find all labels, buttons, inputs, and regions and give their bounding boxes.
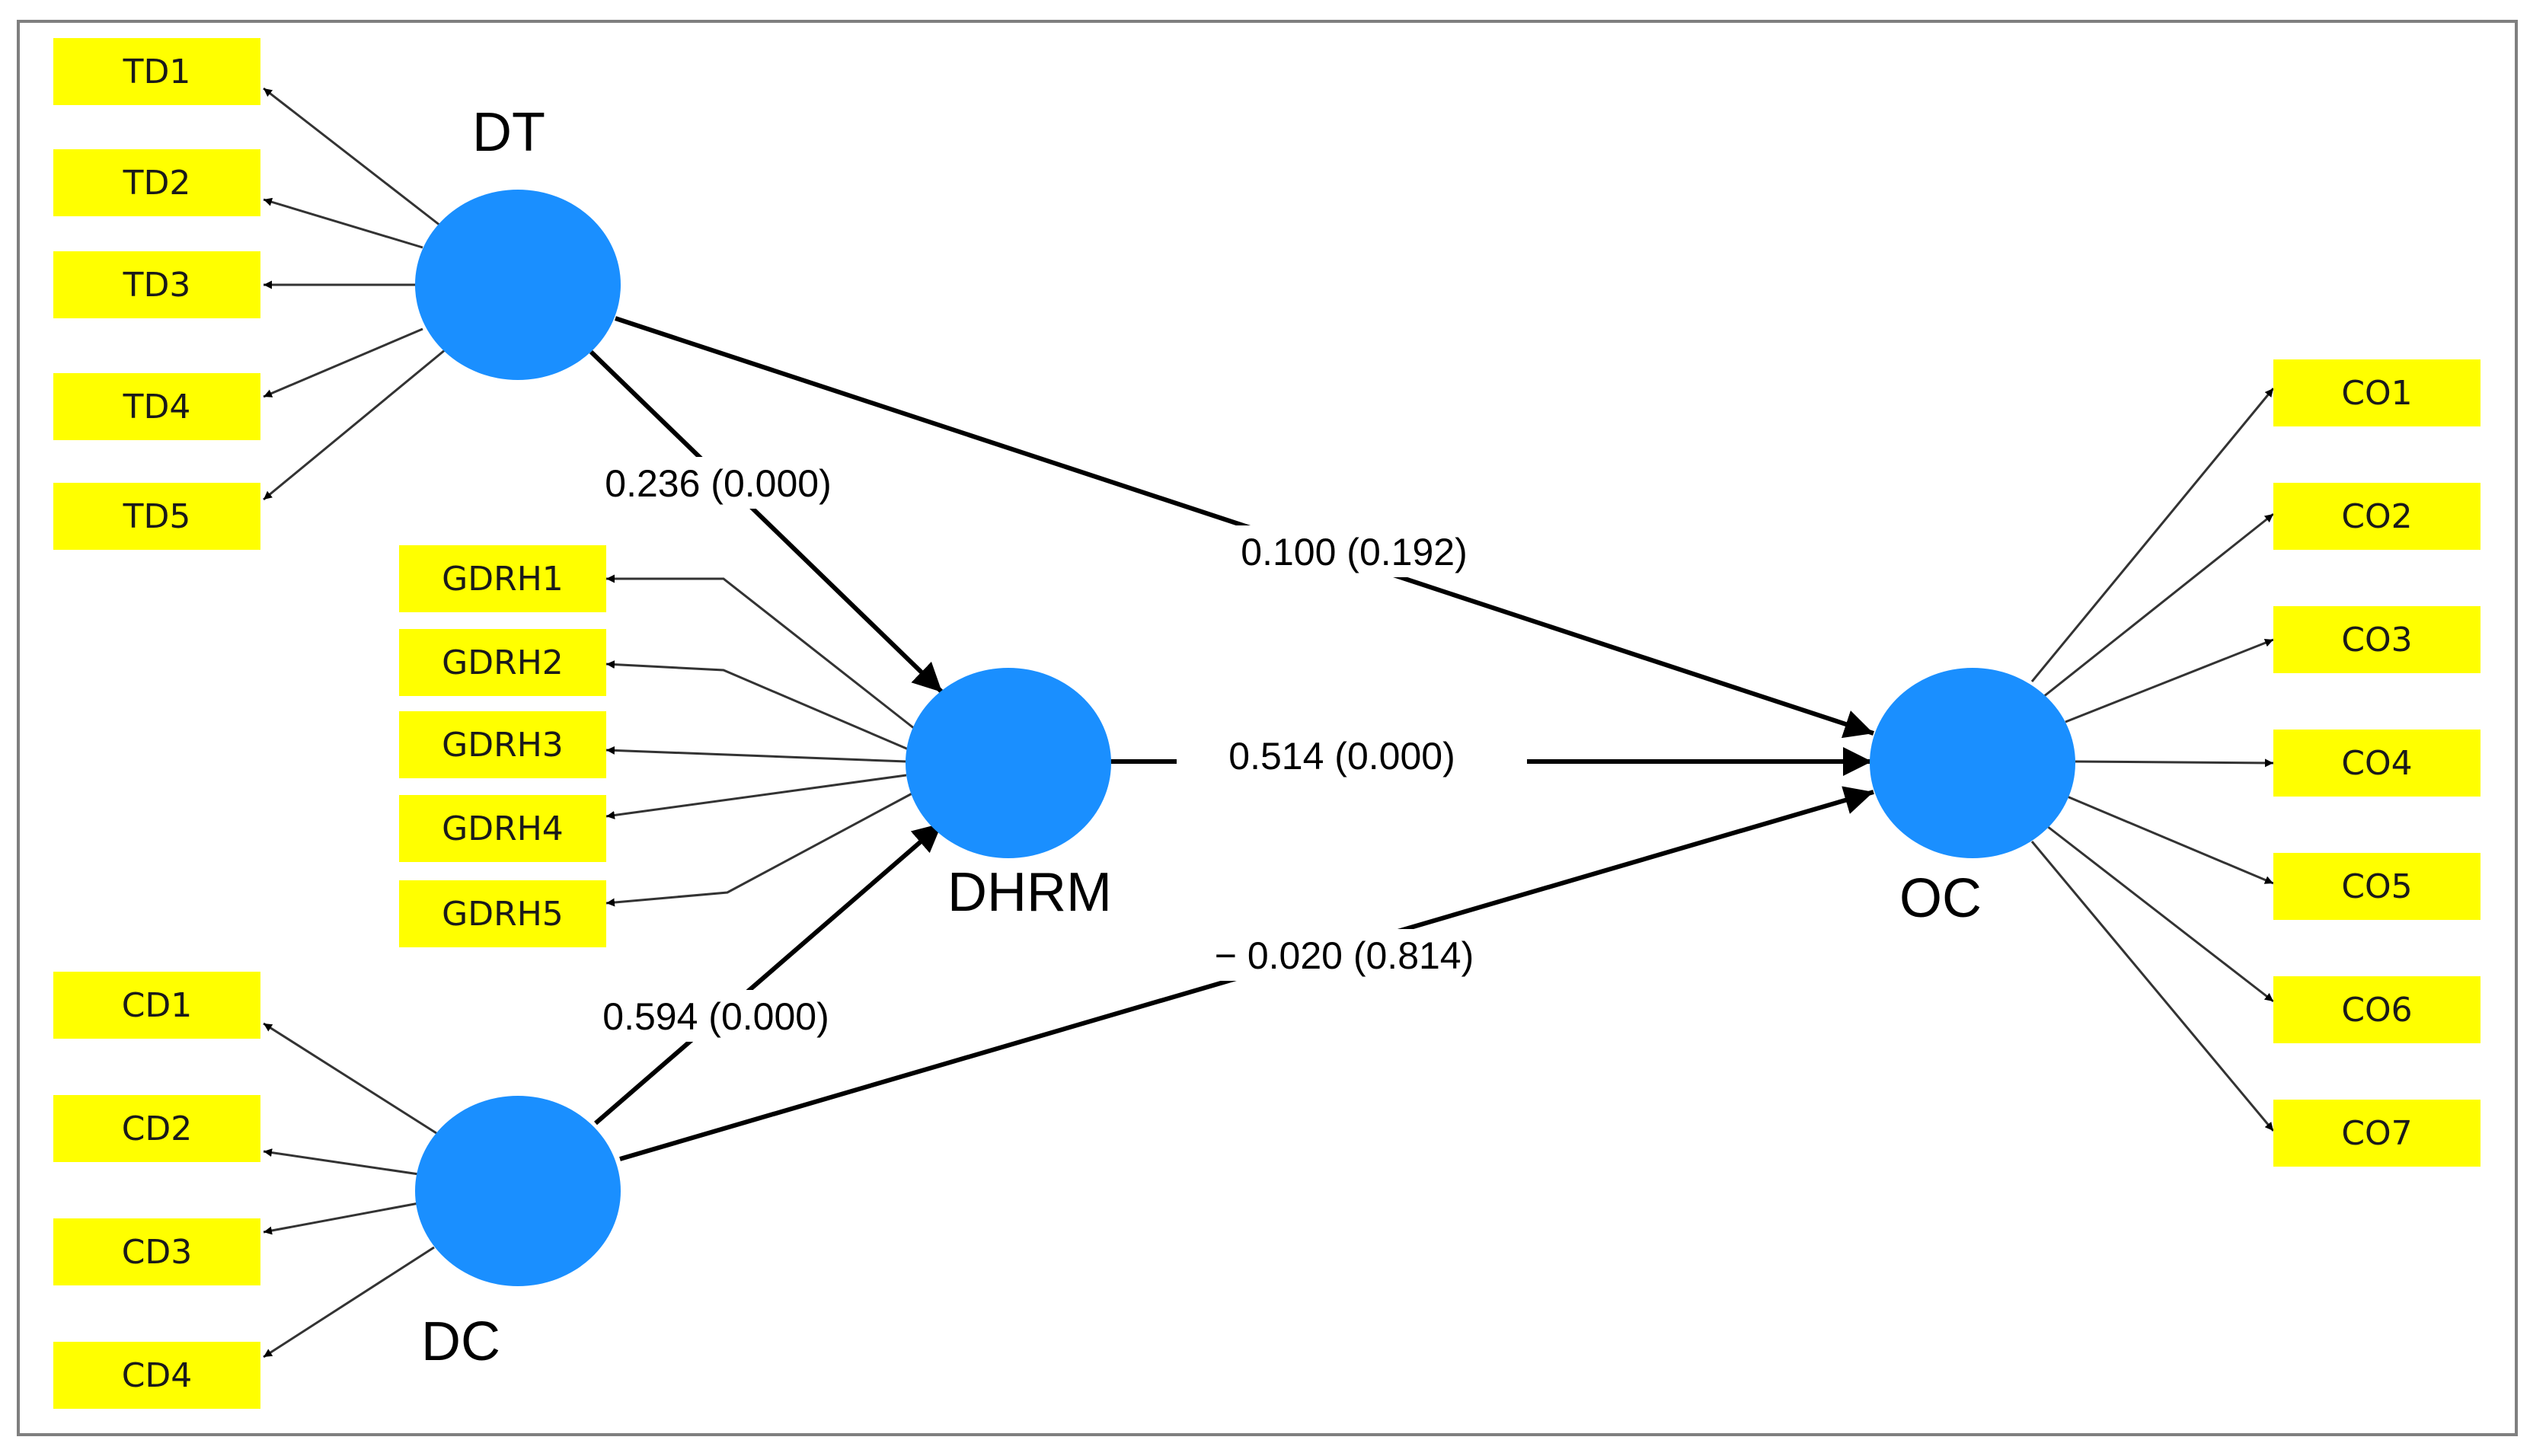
arrow-dhrm-gdrh3: [605, 746, 907, 763]
arrow-oc-co4: [2075, 758, 2274, 768]
indicator-gdrh2-box[interactable]: [399, 629, 606, 696]
indicator-co7-label: CO7: [2341, 1114, 2412, 1153]
arrow-dc-cd4: [263, 1246, 435, 1359]
indicator-gdrh1-box[interactable]: [399, 545, 606, 612]
indicator-cd2-label: CD2: [122, 1110, 193, 1148]
arrow-oc-co1: [2030, 388, 2275, 682]
indicator-gdrh3-label: GDRH3: [442, 726, 564, 765]
indicator-td4-box[interactable]: [53, 373, 260, 440]
indicator-cd2-box[interactable]: [53, 1095, 260, 1162]
construct-dc-label: DC: [421, 1311, 500, 1372]
indicator-td4-label: TD4: [123, 388, 191, 426]
arrow-dt-td1: [263, 87, 441, 227]
arrow-dhrm-gdrh5: [605, 789, 918, 907]
indicator-co4-box[interactable]: [2273, 730, 2480, 797]
indicator-gdrh2-label: GDRH2: [442, 643, 564, 682]
construct-oc-node[interactable]: [1870, 668, 2075, 858]
path-coefficients: 0.236 (0.000) 0.100 (0.192) 0.514 (0.000…: [586, 457, 1504, 1042]
indicator-gdrh4-label: GDRH4: [442, 809, 564, 848]
indicator-td5-label: TD5: [123, 497, 191, 536]
indicator-co5-label: CO5: [2341, 867, 2412, 906]
indicator-cd1-label: CD1: [122, 986, 193, 1025]
coef-bg-dc-dhrm: [586, 990, 845, 1042]
indicator-td3-box[interactable]: [53, 251, 260, 318]
indicator-td5-box[interactable]: [53, 483, 260, 550]
coef-bg-dc-oc: [1200, 929, 1504, 981]
coef-dt-dhrm: 0.236 (0.000): [605, 462, 831, 505]
indicator-co5-box[interactable]: [2273, 853, 2480, 920]
indicator-td1-box[interactable]: [53, 38, 260, 105]
indicator-co1-box[interactable]: [2273, 359, 2480, 426]
diagram-frame: [17, 20, 2518, 1436]
path-dc-dhrm: [594, 821, 944, 1126]
coef-bg-dt-dhrm: [586, 457, 845, 509]
indicator-td3-label: TD3: [123, 266, 191, 305]
arrow-dhrm-gdrh2: [605, 660, 911, 752]
indicator-co6-box[interactable]: [2273, 976, 2480, 1043]
dc-indicators: CD1 CD2 CD3 CD4: [53, 972, 260, 1409]
arrow-dt-td2: [263, 197, 423, 249]
indicator-gdrh4-box[interactable]: [399, 795, 606, 862]
construct-dt-node[interactable]: [415, 190, 621, 380]
construct-oc-label: OC: [1899, 868, 1982, 929]
oc-indicator-arrows: [2030, 388, 2275, 1132]
indicator-co2-label: CO2: [2341, 497, 2412, 536]
indicator-cd1-box[interactable]: [53, 972, 260, 1039]
indicator-co7-box[interactable]: [2273, 1100, 2480, 1167]
construct-dc-node[interactable]: [415, 1096, 621, 1286]
indicator-gdrh1-label: GDRH1: [442, 560, 564, 599]
construct-dhrm-node[interactable]: [906, 668, 1111, 858]
dhrm-indicators: GDRH1 GDRH2 GDRH3 GDRH4 GDRH5: [399, 545, 606, 947]
arrow-dc-cd1: [263, 1022, 437, 1135]
indicator-co6-label: CO6: [2341, 991, 2412, 1030]
arrow-oc-co6: [2046, 825, 2274, 1003]
dt-indicators: TD1 TD2 TD3 TD4 TD5: [53, 38, 260, 550]
arrow-dt-td5: [263, 348, 446, 501]
indicator-co3-label: CO3: [2341, 621, 2412, 659]
arrow-oc-co2: [2043, 512, 2274, 698]
latent-constructs: DT DHRM DC OC: [415, 102, 2075, 1372]
arrow-oc-co3: [2065, 638, 2274, 723]
arrow-oc-co7: [2030, 841, 2275, 1132]
indicator-td2-box[interactable]: [53, 149, 260, 216]
indicator-co3-box[interactable]: [2273, 606, 2480, 673]
coef-bg-dt-oc: [1222, 525, 1489, 577]
arrow-dc-cd2: [263, 1148, 420, 1176]
construct-dhrm-label: DHRM: [947, 862, 1112, 923]
arrow-oc-co5: [2065, 794, 2274, 885]
indicator-co4-label: CO4: [2341, 744, 2412, 783]
indicator-cd3-box[interactable]: [53, 1218, 260, 1285]
dc-indicator-arrows: [263, 1022, 437, 1359]
indicator-gdrh3-box[interactable]: [399, 711, 606, 778]
indicator-cd4-box[interactable]: [53, 1342, 260, 1409]
dhrm-indicator-arrows: [605, 574, 926, 907]
indicator-gdrh5-box[interactable]: [399, 880, 606, 947]
indicator-co1-label: CO1: [2341, 374, 2412, 413]
indicator-td1-label: TD1: [123, 53, 191, 91]
arrow-dhrm-gdrh1: [606, 574, 926, 739]
indicator-cd3-label: CD3: [122, 1233, 193, 1272]
coef-dc-dhrm: 0.594 (0.000): [602, 995, 829, 1038]
indicator-co2-box[interactable]: [2273, 483, 2480, 550]
oc-indicators: CO1 CO2 CO3 CO4 CO5 CO6 CO7: [2273, 359, 2480, 1167]
indicator-gdrh5-label: GDRH5: [442, 895, 564, 934]
indicator-cd4-label: CD4: [122, 1356, 193, 1395]
path-dt-dhrm: [589, 350, 944, 694]
coef-dhrm-oc: 0.514 (0.000): [1228, 735, 1455, 777]
arrow-dt-td4: [263, 327, 423, 398]
arrow-dc-cd3: [263, 1202, 420, 1235]
arrow-dhrm-gdrh4: [605, 774, 907, 819]
coef-dt-oc: 0.100 (0.192): [1241, 531, 1467, 573]
construct-dt-label: DT: [472, 102, 545, 163]
dt-indicator-arrows: [263, 87, 446, 501]
coef-dc-oc: − 0.020 (0.814): [1215, 934, 1474, 977]
indicator-td2-label: TD2: [123, 164, 191, 203]
